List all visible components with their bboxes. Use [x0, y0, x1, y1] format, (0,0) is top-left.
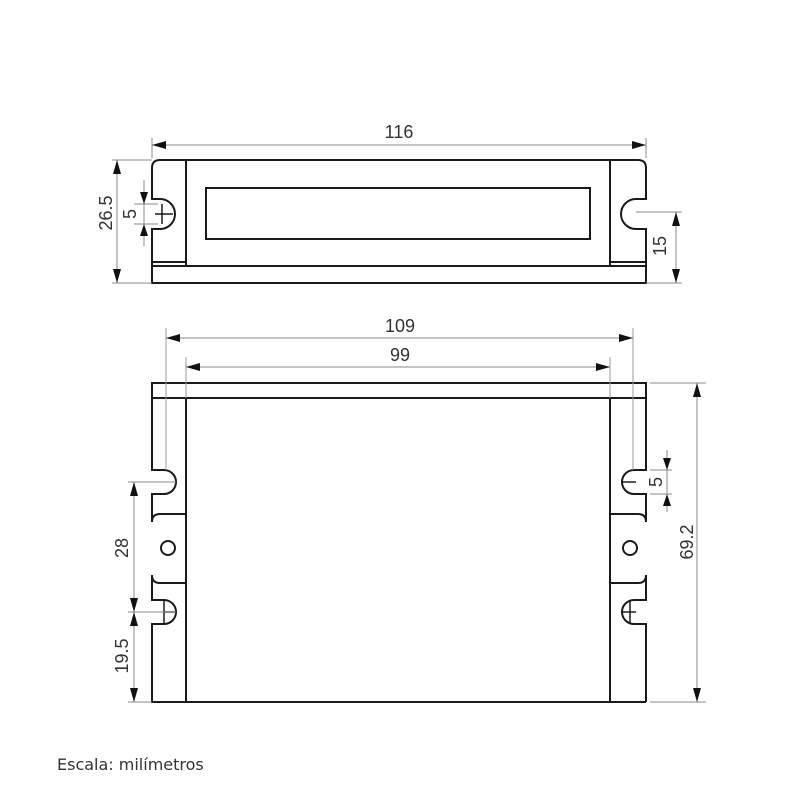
scale-caption: Escala: milímetros — [57, 755, 204, 774]
front-view: 109 99 69.2 5 28 19.5 — [112, 316, 706, 703]
dim-109: 109 — [385, 316, 415, 336]
dim-26-5: 26.5 — [96, 195, 116, 230]
dim-69-2: 69.2 — [677, 524, 697, 559]
top-view-outline — [151, 159, 647, 284]
right-mount-hole — [622, 540, 638, 556]
top-view: 116 26.5 5 15 — [96, 122, 682, 284]
left-flange — [151, 398, 186, 523]
dim-5-front: 5 — [646, 477, 666, 487]
dim-28: 28 — [112, 538, 132, 558]
display-window — [205, 187, 591, 240]
left-mount-hole — [160, 540, 176, 556]
dim-116: 116 — [385, 122, 414, 142]
dim-99: 99 — [390, 345, 410, 365]
dim-15: 15 — [650, 236, 670, 256]
dim-19-5: 19.5 — [112, 638, 132, 673]
dim-5-top: 5 — [120, 209, 140, 219]
right-flange — [610, 398, 647, 523]
